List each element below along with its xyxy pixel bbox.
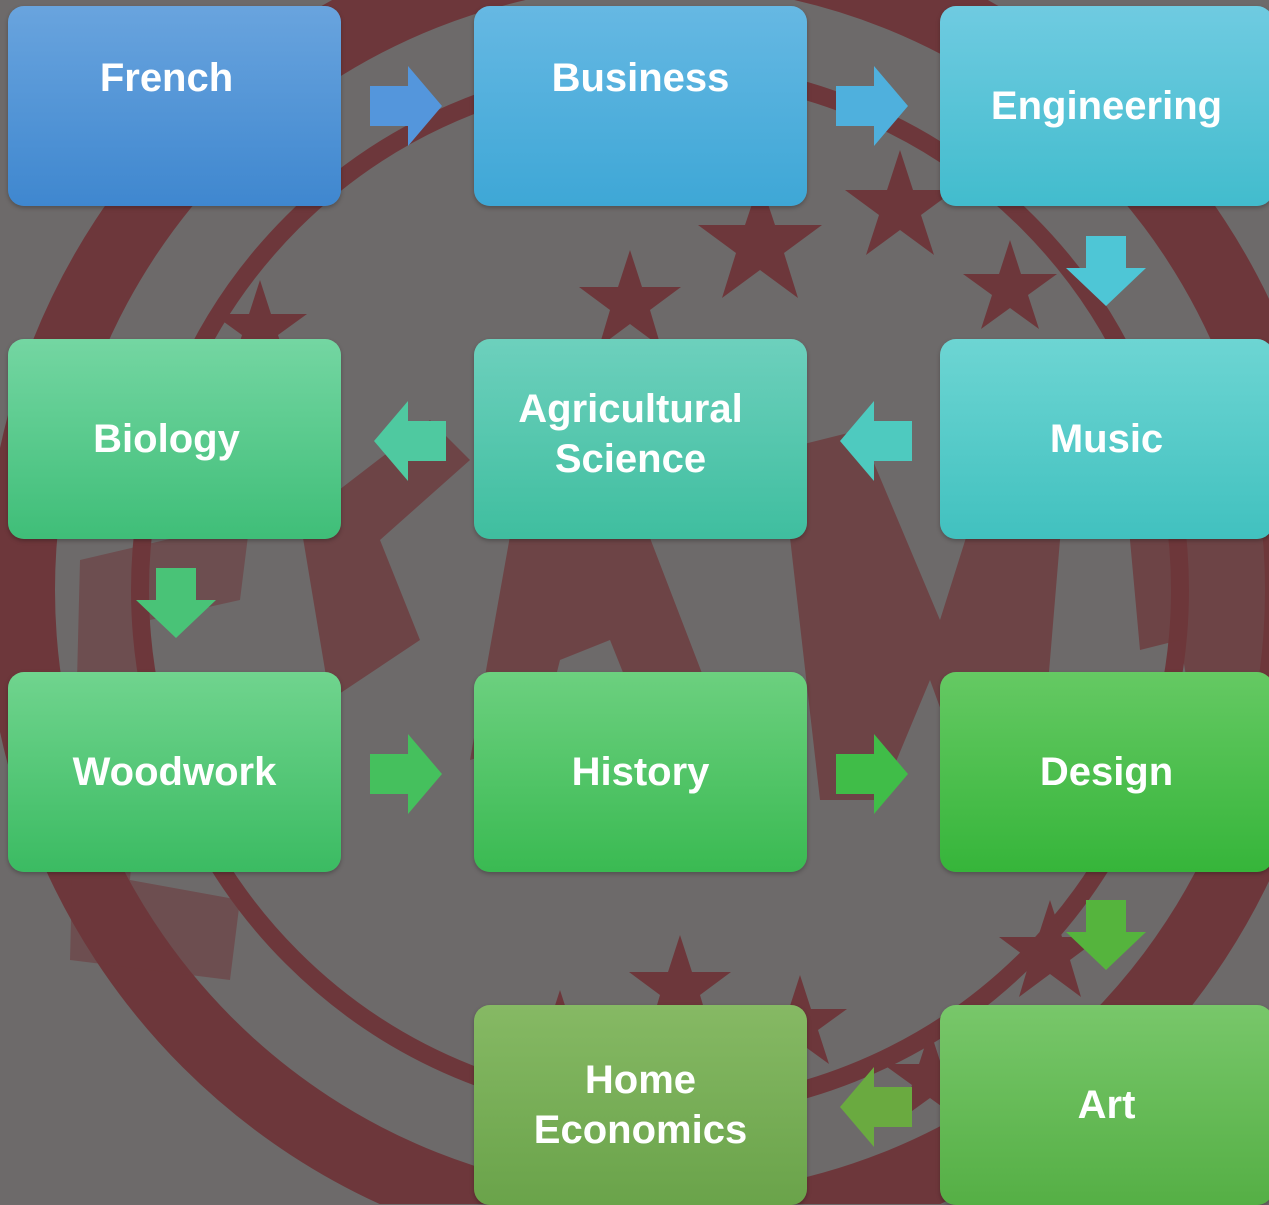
step-label: French	[99, 56, 234, 100]
step-label: Engineering	[990, 84, 1223, 128]
arrow-left-icon	[374, 401, 446, 481]
step-box-french: French	[8, 6, 341, 206]
arrow-left-icon	[840, 401, 912, 481]
arrow-right-icon	[370, 734, 442, 814]
step-label: Music	[1049, 417, 1164, 461]
arrow-down-icon	[1066, 236, 1146, 306]
arrow-right-icon	[370, 66, 442, 146]
arrow-right-icon	[836, 66, 908, 146]
step-label: Woodwork	[72, 750, 277, 794]
arrow-right-icon	[836, 734, 908, 814]
step-box-agricultural-science: Agricultural Science	[474, 339, 807, 539]
step-box-woodwork: Woodwork	[8, 672, 341, 872]
step-box-design: Design	[940, 672, 1269, 872]
step-box-history: History	[474, 672, 807, 872]
step-label: Agricultural Science	[518, 387, 743, 481]
arrow-down-icon	[1066, 900, 1146, 970]
step-label: History	[571, 750, 710, 794]
arrow-down-icon	[136, 568, 216, 638]
step-box-biology: Biology	[8, 339, 341, 539]
step-box-engineering: Engineering	[940, 6, 1269, 206]
step-box-home-economics: Home Economics	[474, 1005, 807, 1205]
step-label: Business	[551, 56, 730, 100]
step-box-business: Business	[474, 6, 807, 206]
step-label: Design	[1039, 750, 1174, 794]
step-label: Art	[1077, 1083, 1136, 1127]
step-box-art: Art	[940, 1005, 1269, 1205]
step-label: Home Economics	[533, 1058, 748, 1152]
step-box-music: Music	[940, 339, 1269, 539]
step-label: Biology	[93, 417, 240, 461]
arrow-left-icon	[840, 1067, 912, 1147]
